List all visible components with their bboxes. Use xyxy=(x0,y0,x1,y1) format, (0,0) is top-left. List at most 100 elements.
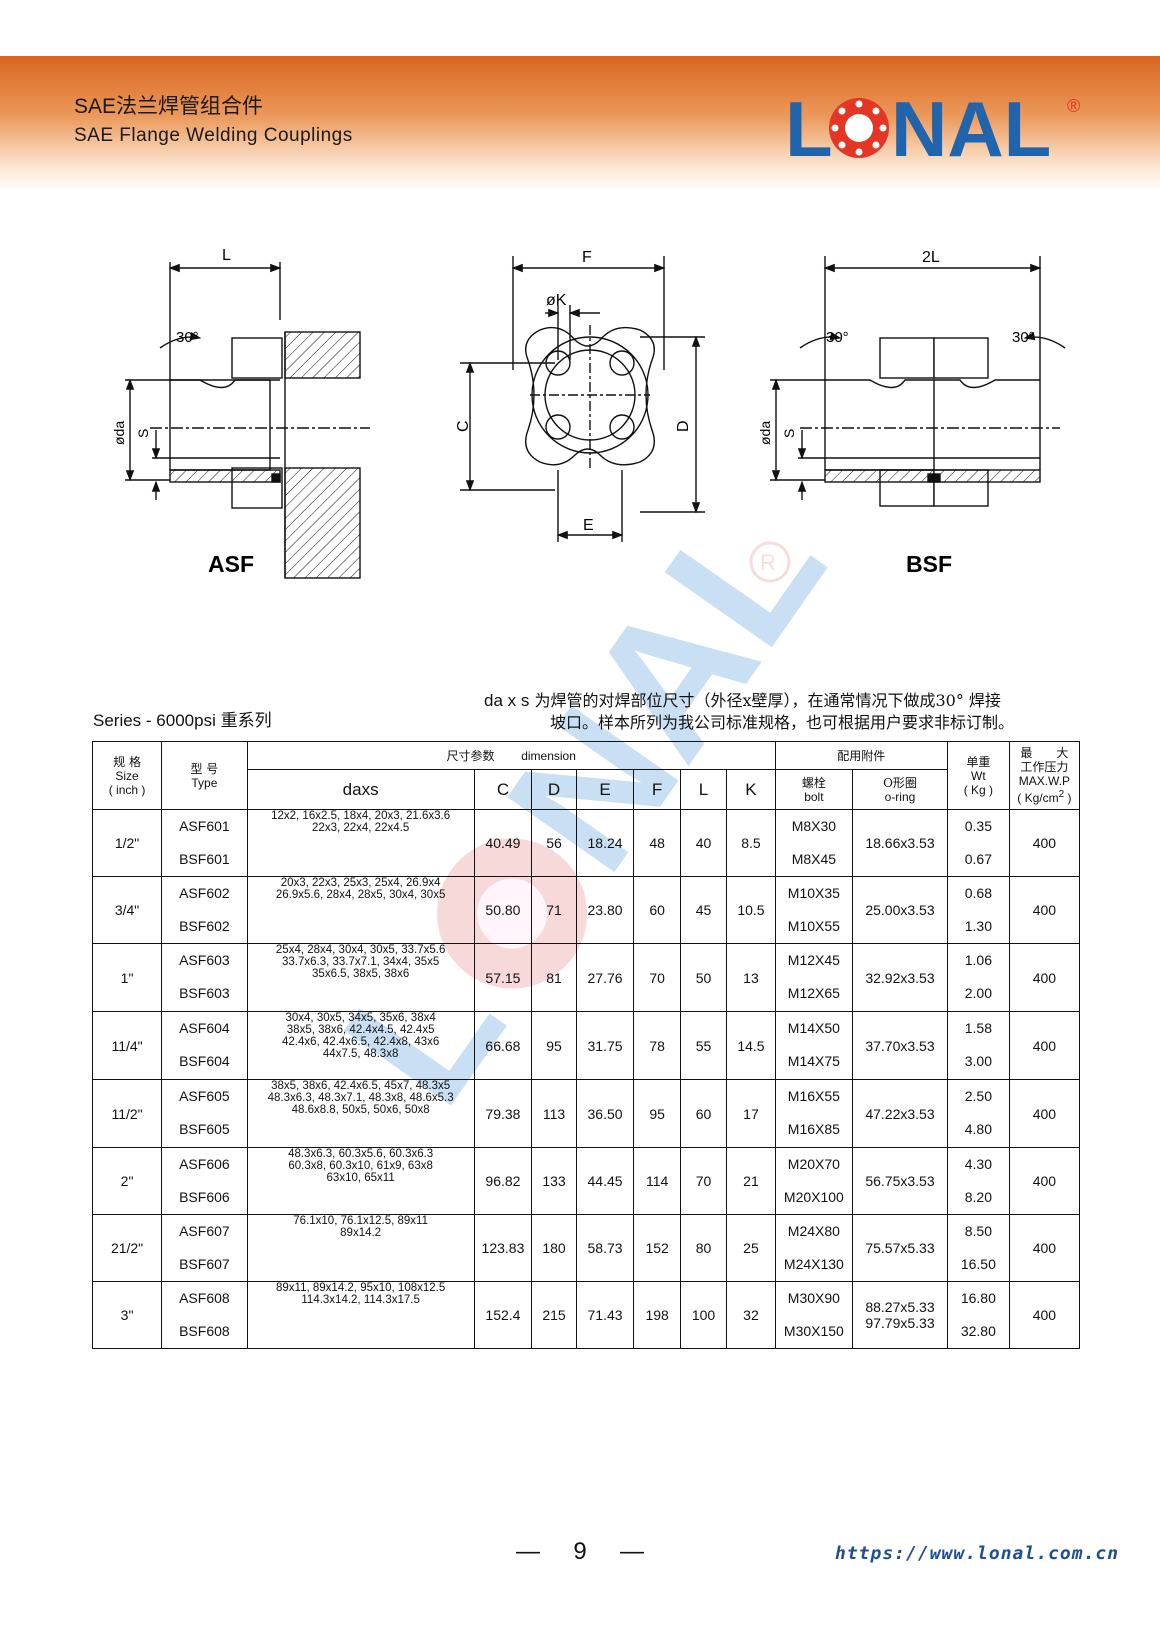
type-bsf: BSF608 xyxy=(179,1323,230,1339)
cell-e: 58.73 xyxy=(575,1214,635,1282)
type-bsf: BSF607 xyxy=(179,1256,230,1272)
bsf-angle-right: 30° xyxy=(1012,329,1035,346)
cell-c: 123.83 xyxy=(473,1214,533,1282)
cell-e: 36.50 xyxy=(575,1079,635,1148)
bsf-label: BSF xyxy=(906,551,952,577)
bsf-angle-left: 30° xyxy=(826,329,849,346)
front-dim-k: øK xyxy=(546,292,567,309)
asf-angle: 30° xyxy=(176,329,199,346)
cell-pressure: 400 xyxy=(1008,1079,1081,1148)
cell-oring: 18.66x3.53 xyxy=(852,809,948,877)
flange-logo-icon xyxy=(829,98,889,158)
cell-size: 11/4" xyxy=(91,1011,163,1080)
cell-d: 81 xyxy=(531,943,577,1012)
type-asf: ASF608 xyxy=(179,1290,230,1306)
cell-k: 17 xyxy=(726,1079,776,1148)
front-dim-e: E xyxy=(583,517,594,534)
cell-e: 71.43 xyxy=(575,1281,635,1349)
lonal-logo: L NAL ® xyxy=(785,90,1080,162)
cell-pressure: 400 xyxy=(1008,1147,1081,1215)
page-title-cn: SAE法兰焊管组合件 xyxy=(74,95,264,118)
cell-c: 79.38 xyxy=(473,1079,533,1148)
cell-d: 95 xyxy=(531,1011,577,1080)
cell-pressure: 400 xyxy=(1008,1214,1081,1282)
cell-c: 50.80 xyxy=(473,876,533,944)
cell-d: 71 xyxy=(531,876,577,944)
cell-k: 13 xyxy=(726,943,776,1012)
type-bsf: BSF606 xyxy=(179,1189,230,1205)
front-dim-c: C xyxy=(455,420,472,432)
bsf-dim-2l: 2L xyxy=(922,249,940,266)
cell-size: 3/4" xyxy=(91,876,163,944)
cell-e: 31.75 xyxy=(575,1011,635,1080)
cell-k: 8.5 xyxy=(726,809,776,877)
cell-c: 66.68 xyxy=(473,1011,533,1080)
type-asf: ASF602 xyxy=(179,885,230,901)
cell-l: 100 xyxy=(679,1281,728,1349)
cell-f: 152 xyxy=(633,1214,681,1282)
type-bsf: BSF605 xyxy=(179,1121,230,1137)
col-e: E xyxy=(575,769,635,810)
type-bsf: BSF604 xyxy=(179,1053,230,1069)
cell-c: 152.4 xyxy=(473,1281,533,1349)
cell-c: 40.49 xyxy=(473,809,533,877)
col-daxs: daxs xyxy=(246,769,475,810)
cell-l: 80 xyxy=(679,1214,728,1282)
asf-dim-l: L xyxy=(222,247,231,264)
cell-k: 25 xyxy=(726,1214,776,1282)
weld-note: da x s 为焊管的对焊部位尺寸（外径x壁厚），在通常情况下做成30° 焊接 … xyxy=(484,690,1084,734)
cell-f: 78 xyxy=(633,1011,681,1080)
logo-letters-nal: NAL xyxy=(891,90,1051,162)
cell-size: 3" xyxy=(91,1281,163,1349)
type-bsf: BSF602 xyxy=(179,918,230,934)
cell-f: 95 xyxy=(633,1079,681,1148)
registered-mark: ® xyxy=(1067,96,1080,116)
bsf-dia: ødа xyxy=(757,421,773,445)
cell-pressure: 400 xyxy=(1008,876,1081,944)
flange-front-drawing xyxy=(460,256,705,542)
cell-c: 96.82 xyxy=(473,1147,533,1215)
website-link[interactable]: https://www.lonal.com.cn xyxy=(835,1543,1120,1564)
page-number: — 9 — xyxy=(515,1538,645,1565)
col-c: C xyxy=(473,769,533,810)
type-bsf: BSF601 xyxy=(179,851,230,867)
cell-pressure: 400 xyxy=(1008,1011,1081,1080)
col-d: D xyxy=(531,769,577,810)
type-bsf: BSF603 xyxy=(179,985,230,1001)
type-asf: ASF606 xyxy=(179,1156,230,1172)
cell-pressure: 400 xyxy=(1008,1281,1081,1349)
cell-oring: 37.70x3.53 xyxy=(852,1011,948,1080)
type-asf: ASF603 xyxy=(179,952,230,968)
cell-f: 70 xyxy=(633,943,681,1012)
cell-pressure: 400 xyxy=(1008,809,1081,877)
type-asf: ASF605 xyxy=(179,1088,230,1104)
cell-oring: 32.92x3.53 xyxy=(852,943,948,1012)
cell-f: 198 xyxy=(633,1281,681,1349)
logo-letter-l: L xyxy=(785,90,833,162)
